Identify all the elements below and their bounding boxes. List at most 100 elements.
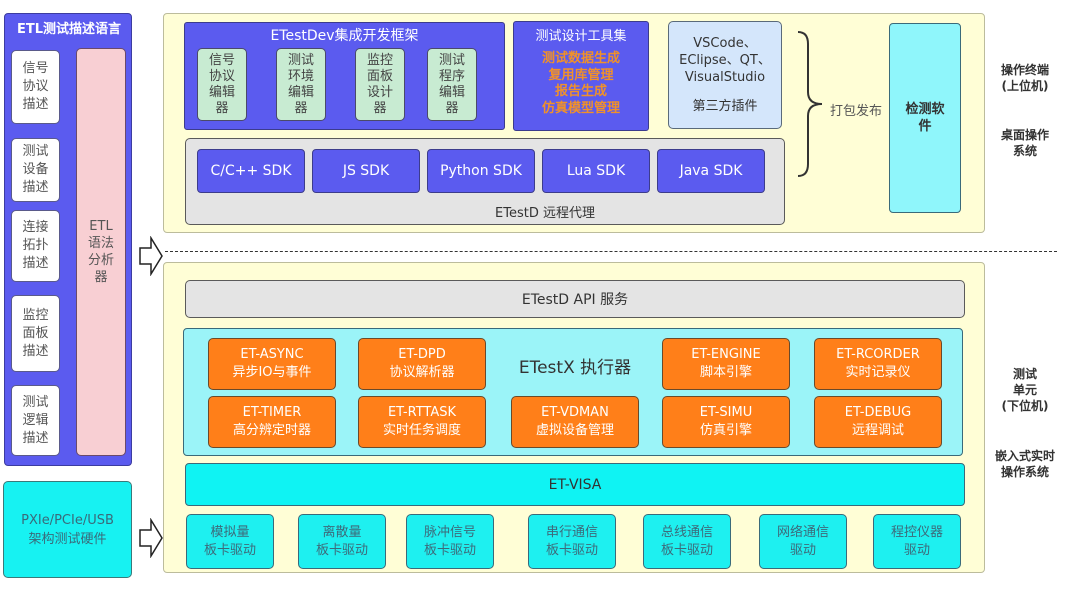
analyzer-line: 分析 — [87, 253, 114, 268]
driver-line: 脉冲信号 — [423, 524, 476, 540]
editor-line: 环境 — [287, 68, 314, 84]
driver-line: 串行通信 — [545, 524, 598, 540]
module-et-dpd: ET-DPD 协议解析器 — [358, 338, 486, 390]
module-desc: 脚本引擎 — [699, 365, 752, 380]
etl-item-line: 协议 — [22, 79, 49, 94]
side-label-line: 操作系统 — [1000, 465, 1049, 479]
driver-line: 网络通信 — [776, 524, 829, 540]
module-et-debug: ET-DEBUG 远程调试 — [814, 396, 942, 448]
driver-line: 程控仪器 — [890, 524, 943, 540]
editor-line: 监控 — [366, 52, 393, 68]
module-et-timer: ET-TIMER 高分辨定时器 — [208, 396, 336, 448]
etl-item-test-logic: 测试 逻辑 描述 — [11, 385, 60, 456]
analyzer-line: ETL — [89, 219, 113, 234]
etl-item-line: 连接 — [22, 220, 49, 235]
module-name: ET-RCORDER — [836, 347, 920, 362]
side-label-line: 测试 — [1012, 367, 1037, 381]
etl-item-line: 逻辑 — [22, 412, 49, 428]
editor-line: 编辑 — [438, 84, 465, 100]
driver-line: 驱动 — [903, 542, 930, 558]
tool-item: 仿真模型管理 — [541, 101, 620, 116]
module-name: ET-VDMAN — [541, 405, 609, 420]
etl-item-line: 描述 — [22, 256, 49, 271]
driver-line: 板卡驱动 — [203, 542, 256, 558]
side-label-line: (下位机) — [1001, 399, 1049, 413]
analyzer-line: 语法 — [87, 236, 114, 251]
driver-network: 网络通信 驱动 — [759, 514, 847, 569]
right-arrow-icon — [139, 518, 163, 558]
executor-label: ETestX 执行器 — [518, 357, 632, 378]
etl-item-line: 设备 — [22, 162, 49, 177]
plugin-line: EClipse、QT、 — [679, 53, 771, 68]
test-design-toolset — [513, 21, 649, 131]
etl-item-test-device: 测试 设备 描述 — [11, 138, 60, 202]
side-label-line: 桌面操作 — [1000, 128, 1049, 142]
tool-item: 测试数据生成 — [541, 51, 620, 66]
driver-line: 板卡驱动 — [660, 542, 713, 558]
module-name: ET-DEBUG — [844, 405, 912, 420]
driver-instrument: 程控仪器 驱动 — [873, 514, 961, 569]
test-unit-label: 测试 单元 (下位机) — [985, 366, 1065, 414]
side-label-line: 系统 — [1012, 144, 1037, 158]
test-hardware-box: PXIe/PCIe/USB 架构测试硬件 — [3, 481, 132, 578]
module-name: ET-RTTASK — [387, 405, 457, 420]
etestdev-framework-title: ETestDev集成开发框架 — [270, 28, 419, 44]
etl-item-line: 信号 — [22, 61, 49, 76]
analyzer-line: 器 — [94, 270, 108, 285]
editor-line: 面板 — [366, 68, 393, 84]
third-party-plugins: VSCode、 EClipse、QT、 VisualStudio 第三方插件 — [668, 21, 782, 129]
etl-item-line: 监控 — [22, 307, 49, 323]
sdk-js: JS SDK — [312, 149, 420, 193]
module-name: ET-DPD — [398, 347, 446, 362]
driver-line: 板卡驱动 — [545, 542, 598, 558]
module-desc: 虚拟设备管理 — [535, 423, 614, 438]
detection-software: 检测软 件 — [889, 23, 961, 213]
plugin-label: 第三方插件 — [692, 99, 758, 114]
module-et-async: ET-ASYNC 异步IO与事件 — [208, 338, 336, 390]
editor-line: 程序 — [438, 68, 465, 84]
side-label-line: 嵌入式实时 — [994, 449, 1055, 463]
driver-discrete: 离散量 板卡驱动 — [298, 514, 386, 569]
rtos-label: 嵌入式实时 操作系统 — [985, 448, 1065, 480]
driver-line: 离散量 — [322, 524, 362, 540]
right-arrow-icon — [139, 236, 163, 276]
module-name: ET-ENGINE — [691, 347, 761, 362]
remote-agent-label: ETestD 远程代理 — [495, 205, 595, 221]
module-et-rcorder: ET-RCORDER 实时记录仪 — [814, 338, 942, 390]
etestd-api-service: ETestD API 服务 — [185, 280, 965, 318]
editor-monitor-panel: 监控 面板 设计 器 — [355, 48, 405, 121]
driver-line: 板卡驱动 — [315, 542, 368, 558]
module-name: ET-SIMU — [699, 405, 753, 420]
etl-item-line: 描述 — [22, 343, 49, 359]
etl-item-signal-protocol: 信号 协议 描述 — [11, 50, 60, 124]
editor-test-program: 测试 程序 编辑 器 — [427, 48, 477, 121]
driver-line: 总线通信 — [660, 524, 713, 540]
etl-item-line: 面板 — [22, 325, 49, 341]
plugin-line: VSCode、 — [693, 36, 757, 51]
editor-line: 信号 — [208, 52, 235, 68]
driver-line: 驱动 — [789, 542, 816, 558]
tool-item: 复用库管理 — [548, 68, 614, 83]
module-et-rttask: ET-RTTASK 实时任务调度 — [358, 396, 486, 448]
desktop-os-label: 桌面操作 系统 — [985, 127, 1065, 159]
driver-analog: 模拟量 板卡驱动 — [186, 514, 274, 569]
etl-item-line: 描述 — [22, 180, 49, 195]
layer-separator — [165, 251, 1057, 252]
module-desc: 异步IO与事件 — [232, 365, 312, 380]
editor-line: 器 — [215, 100, 229, 116]
host-label: 操作终端 (上位机) — [985, 62, 1065, 94]
editor-line: 测试 — [438, 52, 465, 68]
etl-item-monitor-panel: 监控 面板 描述 — [11, 295, 60, 372]
et-visa-layer: ET-VISA — [185, 463, 965, 506]
driver-line: 模拟量 — [210, 524, 250, 540]
etl-panel-title: ETL测试描述语言 — [16, 21, 122, 37]
driver-pulse: 脉冲信号 板卡驱动 — [406, 514, 494, 569]
editor-line: 器 — [294, 100, 308, 116]
etl-item-line: 测试 — [22, 394, 49, 410]
sdk-cpp: C/C++ SDK — [197, 149, 305, 193]
driver-line: 板卡驱动 — [423, 542, 476, 558]
editor-line: 编辑 — [287, 84, 314, 100]
package-publish-label: 打包发布 — [829, 103, 882, 119]
sdk-lua: Lua SDK — [542, 149, 650, 193]
module-et-vdman: ET-VDMAN 虚拟设备管理 — [511, 396, 639, 448]
